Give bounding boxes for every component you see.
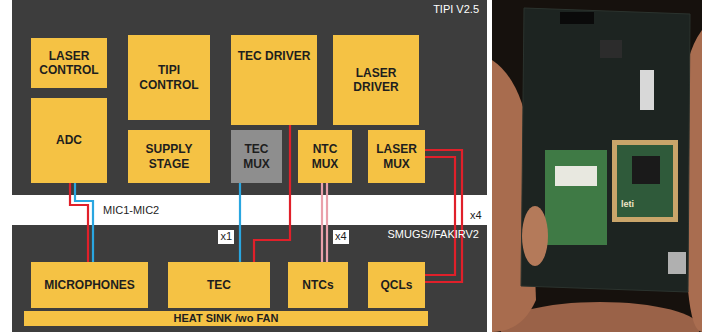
module-sticker <box>555 166 597 186</box>
block-label: NTC MUX <box>301 142 349 171</box>
function-block: TIPI CONTROL <box>128 35 210 120</box>
panel-title: TIPI V2.5 <box>433 3 479 16</box>
wire-label: x1 <box>218 230 234 243</box>
pcb-board <box>521 8 690 292</box>
panel-title: SMUGS//FAKIRV2 <box>388 228 480 241</box>
mux-block: TEC MUX <box>231 130 282 183</box>
wire-label: MIC1-MIC2 <box>101 204 161 217</box>
component-block: MICROPHONES <box>31 262 148 308</box>
board-chip <box>600 40 622 58</box>
block-label: SUPPLY STAGE <box>131 142 207 171</box>
function-block: SUPPLY STAGE <box>128 130 210 183</box>
module-chip <box>632 156 660 184</box>
function-block: ADC <box>31 98 107 183</box>
photo-background <box>492 0 702 332</box>
block-label: TEC DRIVER <box>238 49 311 63</box>
block-label: LASER DRIVER <box>336 66 416 95</box>
board-component <box>640 70 654 110</box>
right-module-frame <box>612 140 678 222</box>
board-panel: SMUGS//FAKIRV2MICROPHONES TEC NTCs QCLsHEAT… <box>12 225 487 332</box>
block-label: ADC <box>56 133 82 147</box>
wire-label: x4 <box>468 209 484 222</box>
block-label: LASER CONTROL <box>34 49 104 78</box>
left-module <box>545 150 607 245</box>
wire-label: x4 <box>333 230 349 243</box>
right-module <box>617 145 673 217</box>
block-label: QCLs <box>380 278 412 292</box>
function-block: LASER DRIVER <box>333 35 419 125</box>
function-block: TEC DRIVER <box>231 35 317 125</box>
block-label: MICROPHONES <box>44 278 135 292</box>
mux-block: NTC MUX <box>298 130 352 183</box>
left-thumb <box>522 206 548 266</box>
heat-sink-band: HEAT SINK /wo FAN <box>24 311 428 326</box>
component-block: NTCs <box>288 262 348 308</box>
block-label: HEAT SINK /wo FAN <box>174 312 279 324</box>
board-panel: TIPI V2.5LASER CONTROL TIPI CONTROL TEC DR… <box>12 0 487 195</box>
mux-block: LASER MUX <box>368 130 425 183</box>
component-block: TEC <box>168 262 270 308</box>
block-label: LASER MUX <box>371 142 422 171</box>
logo-text: leti <box>621 200 634 210</box>
board-jack <box>668 252 686 274</box>
function-block: LASER CONTROL <box>31 38 107 88</box>
component-block: QCLs <box>368 262 425 308</box>
block-label: TIPI CONTROL <box>131 63 207 92</box>
block-label: TEC <box>207 278 231 292</box>
board-connector <box>560 12 594 24</box>
block-label: NTCs <box>302 278 333 292</box>
block-label: TEC MUX <box>234 142 279 171</box>
